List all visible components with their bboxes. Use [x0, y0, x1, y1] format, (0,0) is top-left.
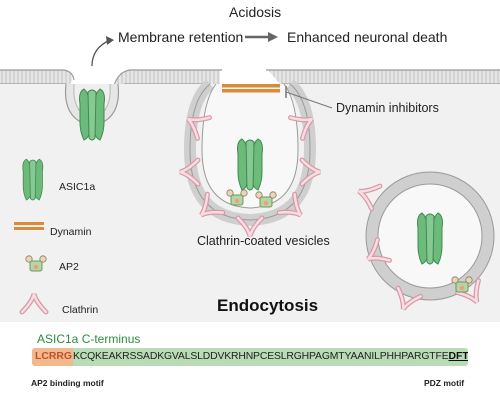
legend-dynamin-icon: [14, 222, 44, 230]
enhanced-death-label: Enhanced neuronal death: [287, 29, 448, 45]
pdz-motif-label: PDZ motif: [424, 378, 465, 388]
pdz-motif-sequence: DFTC: [448, 351, 468, 362]
c-terminus-sequence: LCRRGKCQKEAKRSSADKGVALSLDDVKRHNPCESLRGHP…: [32, 348, 468, 366]
acidosis-label: Acidosis: [229, 4, 282, 20]
middle-sequence: KCQKEAKRSSADKGVALSLDDVKRHNPCESLRGHPAGMTY…: [72, 351, 449, 362]
legend-ap2-label: AP2: [59, 261, 79, 273]
legend-asic1a-icon: [22, 158, 44, 201]
asic1a-released-channel: [417, 212, 443, 265]
asic1a-vesicle-channel: [237, 138, 263, 191]
clathrin-coated-vesicles-label: Clathrin-coated vesicles: [197, 234, 330, 248]
asic1a-retained-channel: [79, 88, 105, 141]
dynamin-inhibitors-label: Dynamin inhibitors: [336, 101, 439, 115]
ap2-binding-motif-label: AP2 binding motif: [31, 378, 104, 388]
ap2-motif-sequence: LCRRG: [32, 348, 73, 366]
c-terminus-title: ASIC1a C-terminus: [37, 332, 141, 346]
legend-dynamin-label: Dynamin: [50, 226, 92, 238]
inhibitor-line: [285, 91, 333, 109]
endocytosis-title: Endocytosis: [217, 296, 319, 315]
dynamin-ring: [222, 84, 280, 93]
legend-clathrin-label: Clathrin: [62, 304, 99, 316]
legend-asic1a-label: ASIC1a: [59, 181, 96, 193]
membrane-retention-label: Membrane retention: [118, 29, 244, 45]
